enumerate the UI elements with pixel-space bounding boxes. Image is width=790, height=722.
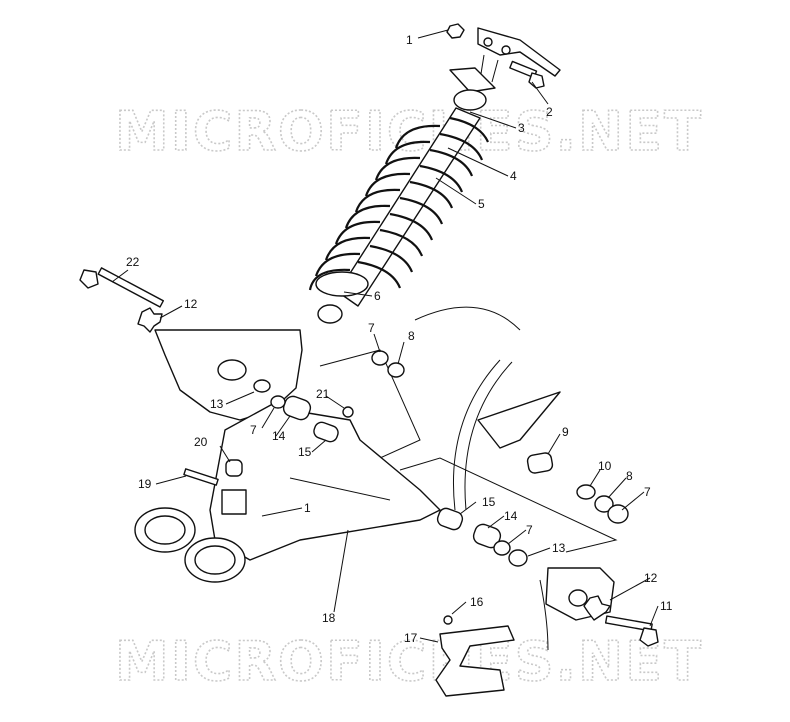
callout-22: 22 [126, 255, 140, 269]
bolt-11 [604, 615, 659, 647]
callout-11: 11 [660, 599, 673, 613]
left-side-plate [154, 329, 303, 421]
callout-15-right: 15 [482, 495, 496, 509]
callout-7-lower: 7 [526, 523, 533, 537]
callout-7-left: 7 [250, 423, 257, 437]
callout-18: 18 [322, 611, 336, 625]
bolt-19 [183, 468, 219, 486]
shaft-guide-lines [319, 349, 618, 553]
callout-7-upper: 7 [368, 321, 375, 335]
callout-19: 19 [138, 477, 152, 491]
callout-7-right: 7 [644, 485, 651, 499]
callout-13-left: 13 [210, 397, 224, 411]
washer-left [270, 395, 286, 409]
callout-12-left: 12 [184, 297, 198, 311]
callout-20: 20 [194, 435, 208, 449]
callout-10: 10 [598, 459, 612, 473]
callout-13-right: 13 [552, 541, 566, 555]
washers-lower-right [493, 540, 528, 567]
nut-top [446, 23, 465, 39]
callout-3: 3 [518, 121, 525, 135]
bushing-15-left [313, 421, 339, 443]
watermark-bottom: MICROFICHES.NET [115, 630, 703, 693]
callout-6: 6 [374, 289, 381, 303]
bushing-9 [526, 452, 554, 474]
callout-1-lower: 1 [304, 501, 311, 515]
callout-4: 4 [510, 169, 517, 183]
callout-9: 9 [562, 425, 569, 439]
callout-17: 17 [404, 631, 418, 645]
callout-5: 5 [478, 197, 485, 211]
callout-labels: 1 2 3 4 5 6 22 12 7 8 13 7 14 21 15 9 20… [126, 33, 673, 645]
bracket-17 [435, 615, 515, 697]
callout-21: 21 [316, 387, 330, 401]
callout-12-right: 12 [644, 571, 658, 585]
callout-15-left: 15 [298, 445, 312, 459]
washers-right [576, 484, 629, 524]
washers-upper [371, 350, 405, 378]
callout-16: 16 [470, 595, 484, 609]
bolt-top [509, 60, 545, 89]
bushing-15-right [436, 507, 464, 531]
callout-8-upper: 8 [408, 329, 415, 343]
shock-absorber [308, 67, 496, 324]
callout-8-right: 8 [626, 469, 633, 483]
wheel-arc [414, 306, 561, 651]
callout-1-top: 1 [406, 33, 413, 47]
swing-arm [134, 399, 441, 583]
callout-2: 2 [546, 105, 553, 119]
leader-lines [111, 29, 659, 643]
callout-14-right: 14 [504, 509, 518, 523]
callout-14-left: 14 [272, 429, 286, 443]
bushing-20 [225, 459, 243, 477]
star-nut-right [583, 595, 611, 621]
star-nut-left [137, 307, 163, 333]
grease-fitting-21 [342, 406, 354, 418]
bolt-22 [79, 267, 165, 308]
upper-mount-bracket [477, 27, 561, 83]
